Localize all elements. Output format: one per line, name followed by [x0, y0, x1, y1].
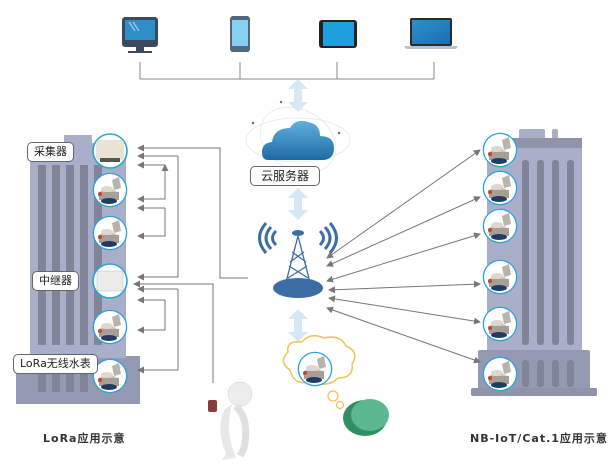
repeater-device [92, 263, 128, 299]
nbiot-meter [484, 134, 517, 167]
nbiot-meter [484, 261, 517, 294]
manhole-cover-icon [343, 399, 389, 436]
lora-caption: LoRa应用示意 [43, 432, 126, 445]
cloud-icon [245, 100, 351, 174]
nbiot-meter [484, 308, 517, 341]
nbiot-links [326, 149, 481, 364]
handheld-reader-person [208, 381, 253, 460]
cloud-server-label: 云服务器 [250, 166, 321, 186]
link-arrow-tower-handheld [288, 309, 308, 342]
thought-meter [299, 353, 332, 386]
lora-meter [94, 311, 127, 344]
lora-links [133, 144, 248, 383]
nbiot-caption: NB-IoT/Cat.1应用示意 [470, 432, 608, 445]
tablet-icon [319, 20, 357, 48]
nbiot-building [471, 129, 597, 396]
lora-meter-label: LoRa无线水表 [13, 354, 98, 374]
link-arrow-cloud-tower [288, 188, 308, 220]
nbiot-meter [484, 358, 517, 391]
link-arrow-devices-cloud [288, 79, 308, 112]
collector-device [92, 133, 128, 169]
lora-meter [94, 174, 127, 207]
lora-meter [94, 217, 127, 250]
repeater-label: 中继器 [32, 271, 79, 291]
device-bus [139, 62, 435, 80]
monitor-icon [122, 17, 158, 53]
nbiot-meter [484, 172, 517, 205]
laptop-icon [404, 18, 458, 49]
cell-tower-icon [258, 222, 338, 298]
nbiot-meter [484, 210, 517, 243]
lora-meter [94, 360, 127, 393]
phone-icon [230, 16, 250, 52]
collector-label: 采集器 [27, 142, 74, 162]
